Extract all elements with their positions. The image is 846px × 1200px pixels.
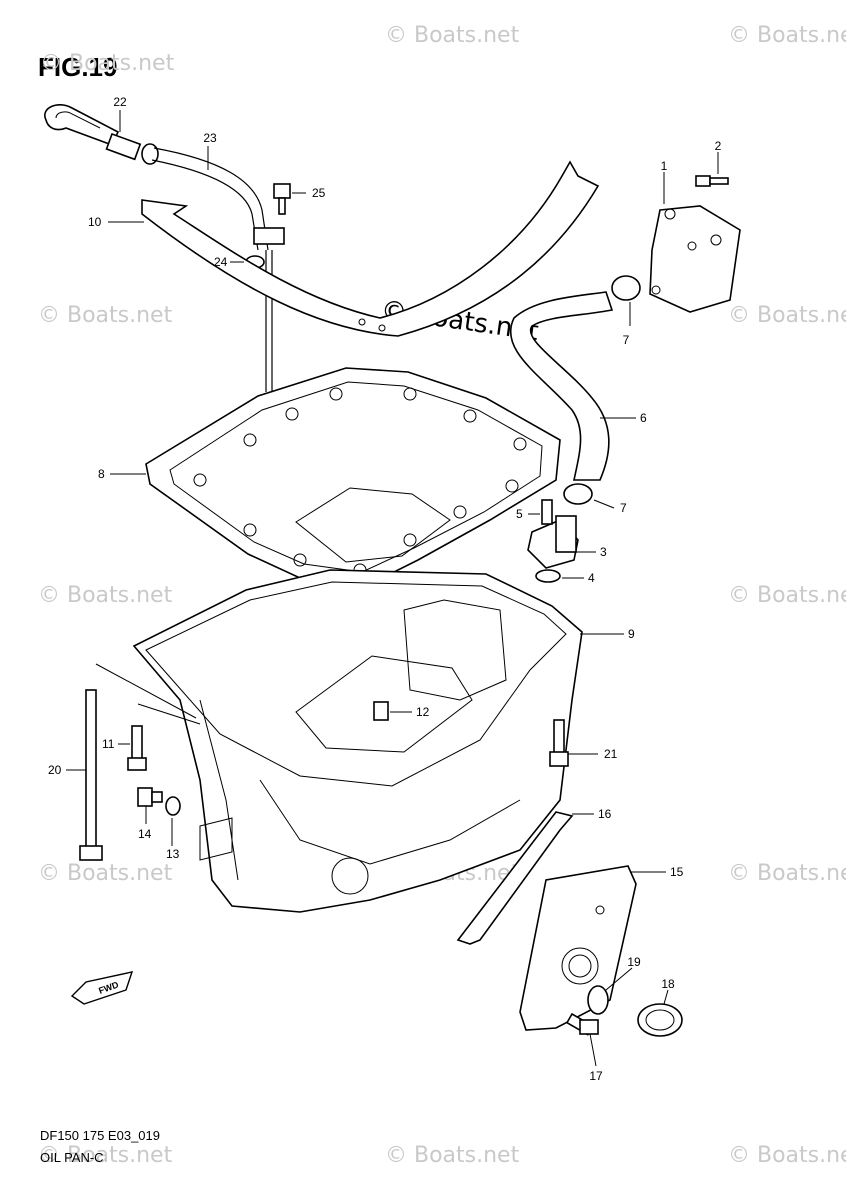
watermark: © Boats.net: [728, 303, 846, 328]
watermark: © Boats.net: [38, 303, 173, 328]
callout-16: 16: [598, 807, 612, 821]
cover-15-part: [519, 865, 637, 1031]
clamp-7b-part: [563, 483, 593, 505]
bolt-2-part: [695, 175, 729, 187]
callout-11: 11: [102, 737, 115, 751]
watermark: © Boats.net: [38, 1143, 173, 1168]
callout-23: 23: [203, 131, 217, 145]
o-ring-4-part: [535, 569, 561, 583]
model-code-label: DF150 175 E03_019: [40, 1128, 160, 1143]
watermark: © Boats.net: [40, 51, 175, 76]
callout-25: 25: [312, 186, 326, 200]
figure-title: FIG.19: [38, 52, 118, 82]
callout-6: 6: [640, 411, 647, 425]
callout-5: 5: [516, 507, 523, 521]
watermark: © Boats.net: [728, 1143, 846, 1168]
dowel-12-part: [373, 701, 389, 721]
callout-15: 15: [670, 865, 684, 879]
plug-18-part: [637, 1003, 683, 1037]
watermark: © Boats.net: [728, 861, 846, 886]
callout-21: 21: [604, 747, 618, 761]
callout-14: 14: [138, 827, 152, 841]
fwd-arrow-icon: FWD: [70, 971, 134, 1005]
callout-12: 12: [416, 705, 430, 719]
callout-1: 1: [661, 159, 668, 173]
bolt-11-part: [127, 725, 147, 771]
callout-22: 22: [113, 95, 127, 109]
watermark: © Boats.net: [385, 23, 520, 48]
oil-pan-gasket-part: [145, 367, 561, 589]
callout-17: 17: [589, 1069, 603, 1083]
hose-part: [509, 291, 614, 481]
bolt-5-part: [541, 499, 553, 525]
fitting-part: [527, 515, 579, 569]
mount-bracket-part: [649, 205, 741, 313]
callout-3: 3: [600, 545, 607, 559]
bolt-25-part: [273, 183, 291, 215]
watermark: © Boats.net: [38, 861, 173, 886]
callout-20: 20: [48, 763, 62, 777]
callout-10: 10: [88, 215, 102, 229]
callout-9: 9: [628, 627, 635, 641]
oil-pan-part: [132, 569, 583, 913]
callout-2: 2: [715, 139, 722, 153]
callout-7b: 7: [620, 501, 627, 515]
watermark: © Boats.net: [38, 583, 173, 608]
callout-18: 18: [661, 977, 675, 991]
leader-lines: [66, 110, 719, 1067]
watermark: © Boats.net: [728, 23, 846, 48]
dipstick-handle-part: [44, 104, 159, 165]
cover-gasket-16-part: [456, 811, 574, 945]
washer-13-part: [165, 796, 181, 816]
drain-plug-14-part: [137, 787, 163, 807]
callout-7a: 7: [623, 333, 630, 347]
watermark: © Boats.net: [728, 583, 846, 608]
clamp-7-part: [611, 275, 641, 301]
oil-pan-bracket-part: [141, 160, 600, 337]
callout-labels: 1 2 3 4 5 6 7 7 8 9 10 11 12 13 14 15 16…: [48, 95, 722, 1083]
section-label: OIL PAN-C: [40, 1150, 104, 1165]
callout-19: 19: [627, 955, 641, 969]
gasket-bolt-holes: [193, 387, 527, 577]
callout-8: 8: [98, 467, 105, 481]
o-ring-19-part: [587, 985, 609, 1015]
callout-24: 24: [214, 255, 228, 269]
callout-4: 4: [588, 571, 595, 585]
watermark: © Boats.net: [385, 1143, 520, 1168]
bolt-17-part: [565, 1012, 599, 1036]
bolt-21-part: [549, 719, 569, 767]
callout-13: 13: [166, 847, 180, 861]
bolt-20-part: [79, 689, 103, 861]
